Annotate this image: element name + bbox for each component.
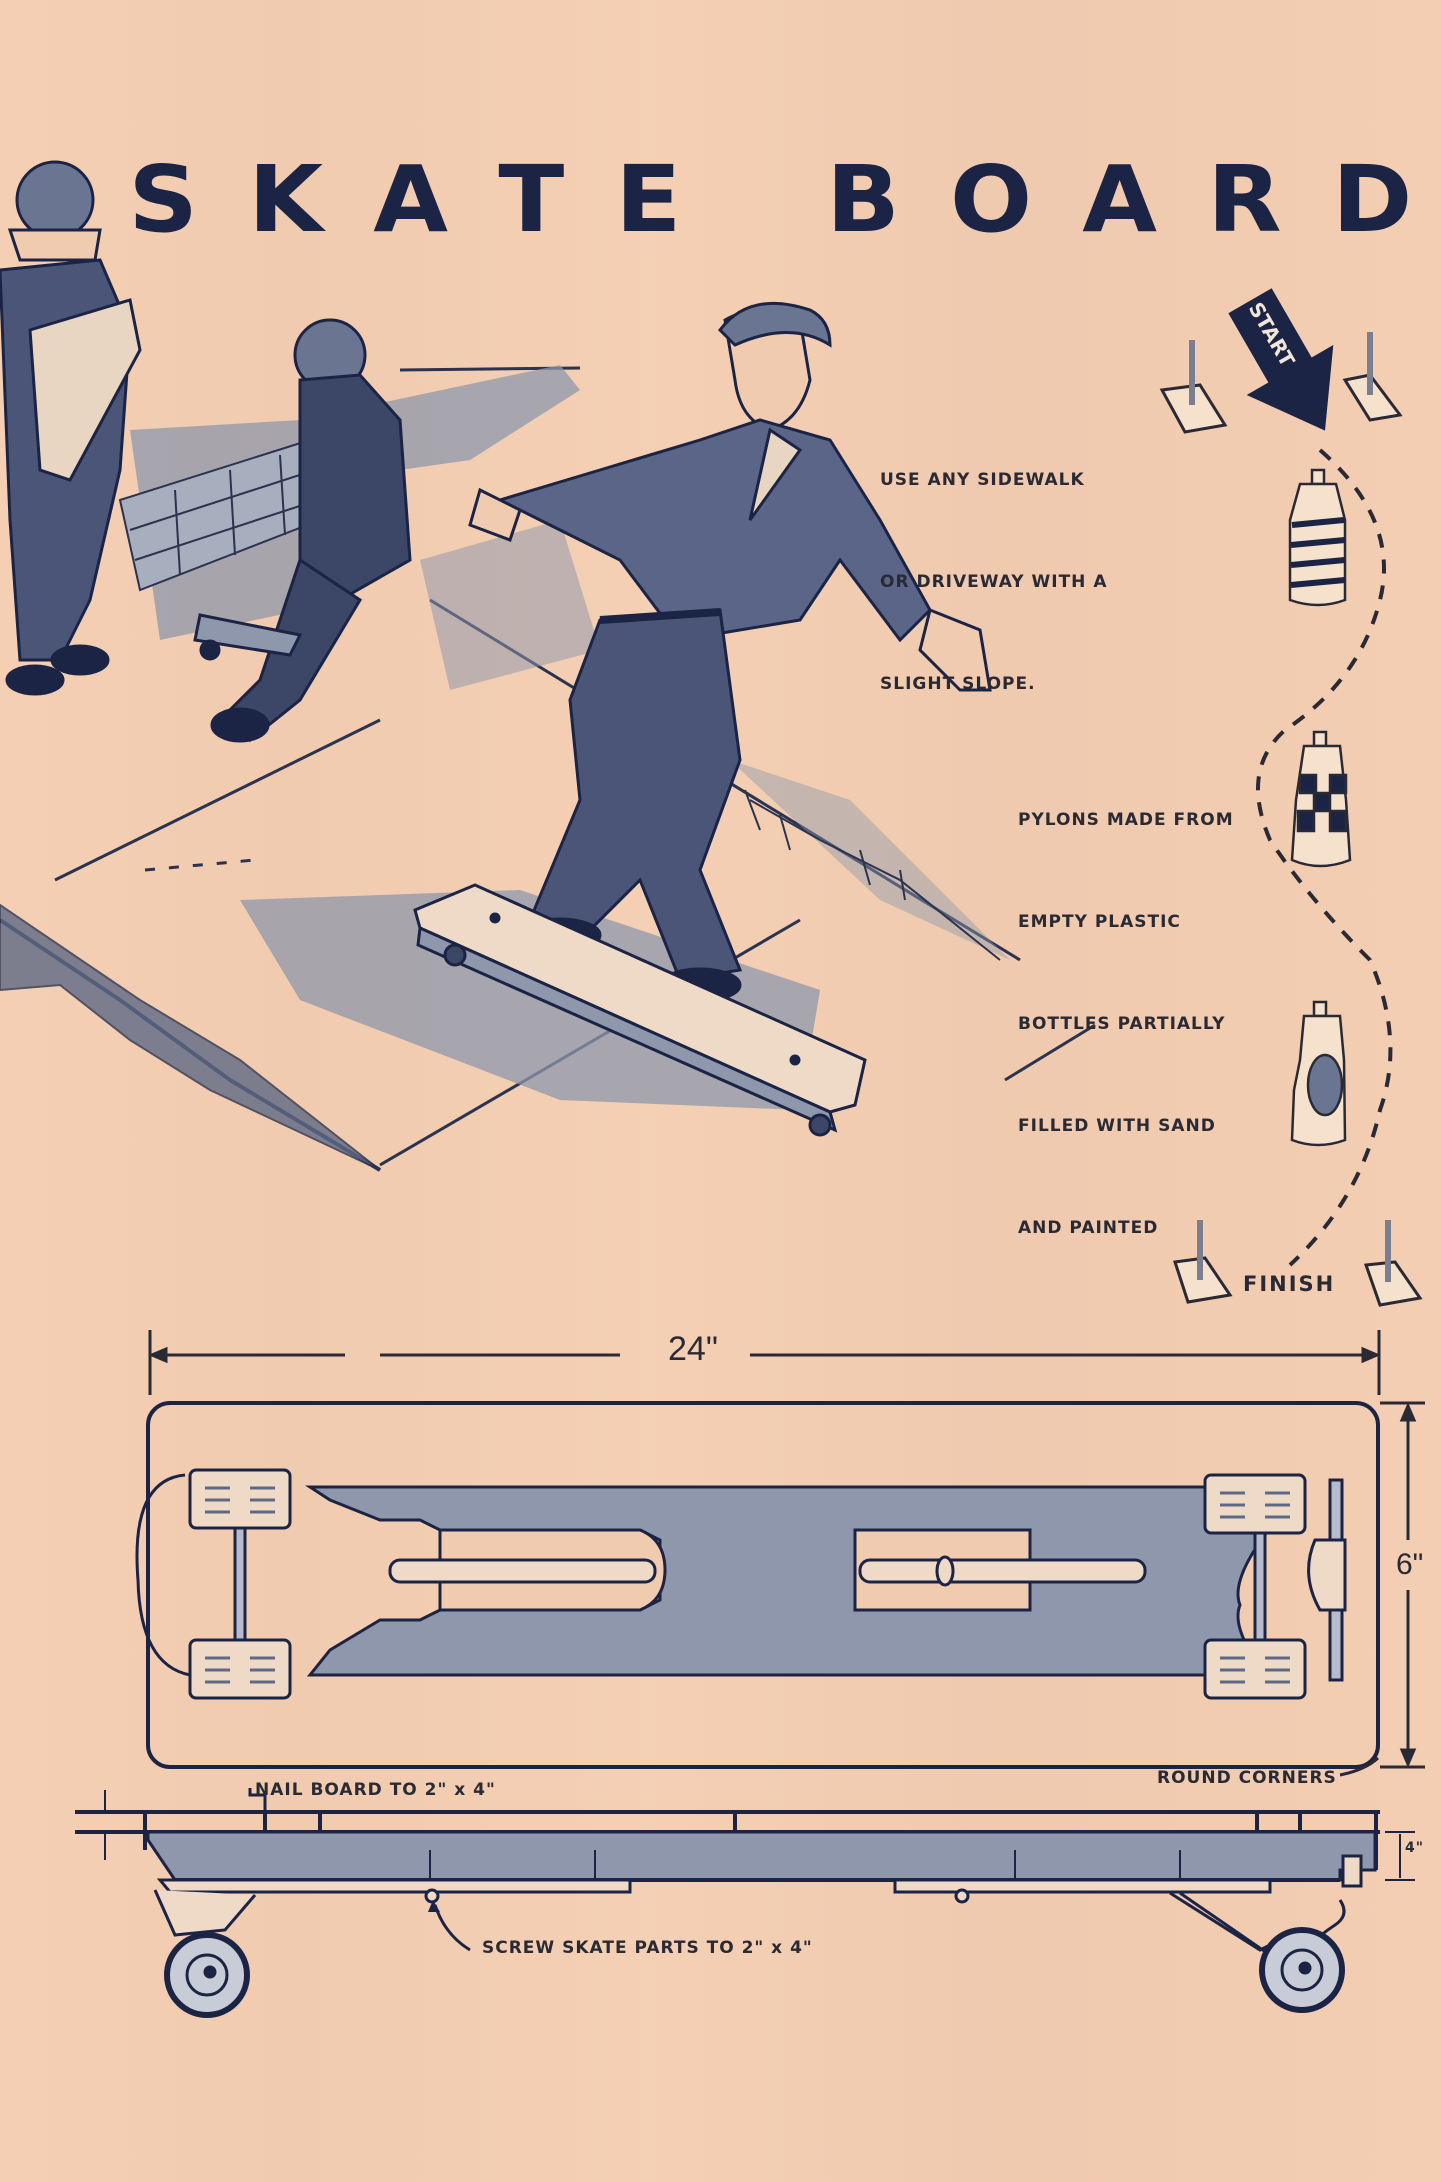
start-arrow-icon: START <box>1228 288 1334 431</box>
boy-holding-skateboard <box>0 160 142 696</box>
title-letter: K <box>248 146 324 253</box>
start-post-left-icon <box>1159 340 1228 434</box>
course-path <box>1256 448 1393 1267</box>
title-letter: E <box>615 146 682 253</box>
side-height-label: 4" <box>1405 1840 1425 1856</box>
pylons-caption: PYLONS MADE FROM EMPTY PLASTIC BOTTLES P… <box>1018 735 1234 1313</box>
caption-line: BOTTLES PARTIALLY <box>1018 1014 1226 1034</box>
striped-bottle-icon <box>1288 468 1347 607</box>
caption-line: PYLONS MADE FROM <box>1018 810 1234 830</box>
finish-post-right-icon <box>1363 1220 1423 1307</box>
scene-illustration <box>0 160 1096 1172</box>
title-letter: S <box>128 146 198 253</box>
title-letter: O <box>949 146 1032 253</box>
right-wheel <box>1169 1891 1346 2013</box>
title-letter: R <box>1207 146 1282 253</box>
finish-label: FINISH <box>1243 1272 1336 1296</box>
course-diagram: START <box>1159 288 1423 1307</box>
screw-skate-label: SCREW SKATE PARTS TO 2" x 4" <box>482 1938 813 1958</box>
caption-line: USE ANY SIDEWALK <box>880 470 1085 490</box>
start-post-right-icon <box>1342 332 1403 422</box>
page-title: S K A T E B O A R D <box>128 146 1412 253</box>
skateboard-in-scene <box>413 883 867 1137</box>
board-outline <box>146 1401 1380 1769</box>
side-view-diagram <box>75 1788 1415 2018</box>
plan-view-diagram <box>135 1330 1425 1777</box>
nail-board-label: NAIL BOARD TO 2" x 4" <box>255 1780 496 1800</box>
left-truck <box>135 1468 292 1700</box>
caption-line: SLIGHT SLOPE. <box>880 674 1036 694</box>
checkered-bottle-icon <box>1290 730 1352 868</box>
right-truck <box>1203 1473 1347 1700</box>
finish-post-left-icon <box>1173 1220 1233 1304</box>
title-letter: D <box>1331 146 1412 253</box>
spotted-bottle-icon <box>1290 1000 1347 1147</box>
grass <box>0 789 1001 1172</box>
left-wheel <box>153 1889 257 2018</box>
caption-line: AND PAINTED <box>1018 1218 1159 1238</box>
title-letter: T <box>498 146 565 253</box>
width-dimension-label: 6" <box>1396 1548 1424 1581</box>
length-dimension-label: 24" <box>668 1330 718 1368</box>
caption-line: OR DRIVEWAY WITH A <box>880 572 1108 592</box>
caption-line: EMPTY PLASTIC <box>1018 912 1181 932</box>
two-by-four <box>146 1830 1377 1882</box>
slope-caption: USE ANY SIDEWALK OR DRIVEWAY WITH A SLIG… <box>880 395 1107 769</box>
title-letter: A <box>373 146 449 253</box>
caption-line: FILLED WITH SAND <box>1018 1116 1216 1136</box>
title-letter: A <box>1081 146 1157 253</box>
boy-sitting-on-skateboard <box>193 318 412 743</box>
round-corners-label: ROUND CORNERS <box>1157 1768 1337 1788</box>
title-letter: B <box>825 146 900 253</box>
